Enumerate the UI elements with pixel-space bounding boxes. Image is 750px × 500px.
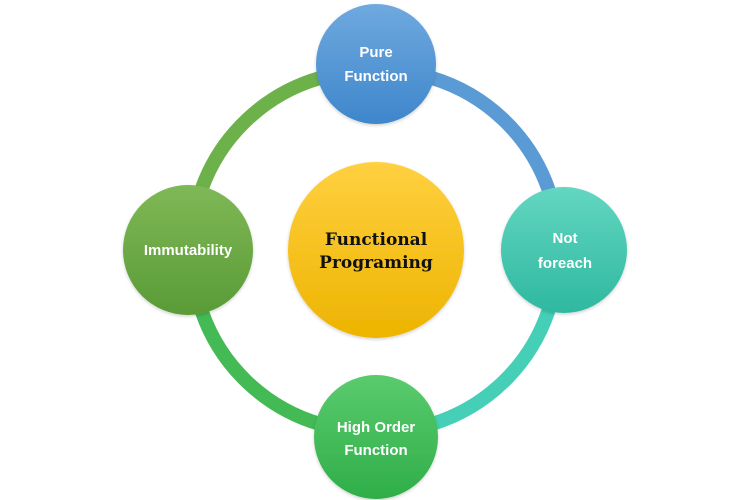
cycle-ring xyxy=(195,71,555,431)
node-right-label-line1: Not xyxy=(553,230,578,247)
node-left-label: Immutability xyxy=(144,242,233,259)
ring-arc-top-left xyxy=(195,71,327,195)
node-pure-function: Pure Function xyxy=(316,4,436,124)
center-label-line2: Programing xyxy=(319,253,433,273)
ring-arc-top-right xyxy=(425,71,555,195)
node-high-order-function: High Order Function xyxy=(314,375,438,499)
node-circle-bottom xyxy=(314,375,438,499)
node-immutability: Immutability xyxy=(123,185,253,315)
node-circle-top xyxy=(316,4,436,124)
node-circle-left xyxy=(123,185,253,315)
node-top-label-line1: Pure xyxy=(359,44,392,61)
node-right-label-line2: foreach xyxy=(538,255,592,272)
node-bottom-label-line2: Function xyxy=(344,442,407,459)
center-circle xyxy=(288,162,464,338)
node-bottom-label-line1: High Order xyxy=(337,419,416,436)
node-not-foreach: Not foreach xyxy=(501,187,627,313)
node-top-label-line2: Function xyxy=(344,68,407,85)
center-label-line1: Functional xyxy=(325,230,428,250)
node-circle-right xyxy=(501,187,627,313)
ring-arc-bottom-left xyxy=(195,305,327,431)
ring-arc-bottom-right xyxy=(425,305,555,431)
center-node: Functional Programing xyxy=(288,162,464,338)
